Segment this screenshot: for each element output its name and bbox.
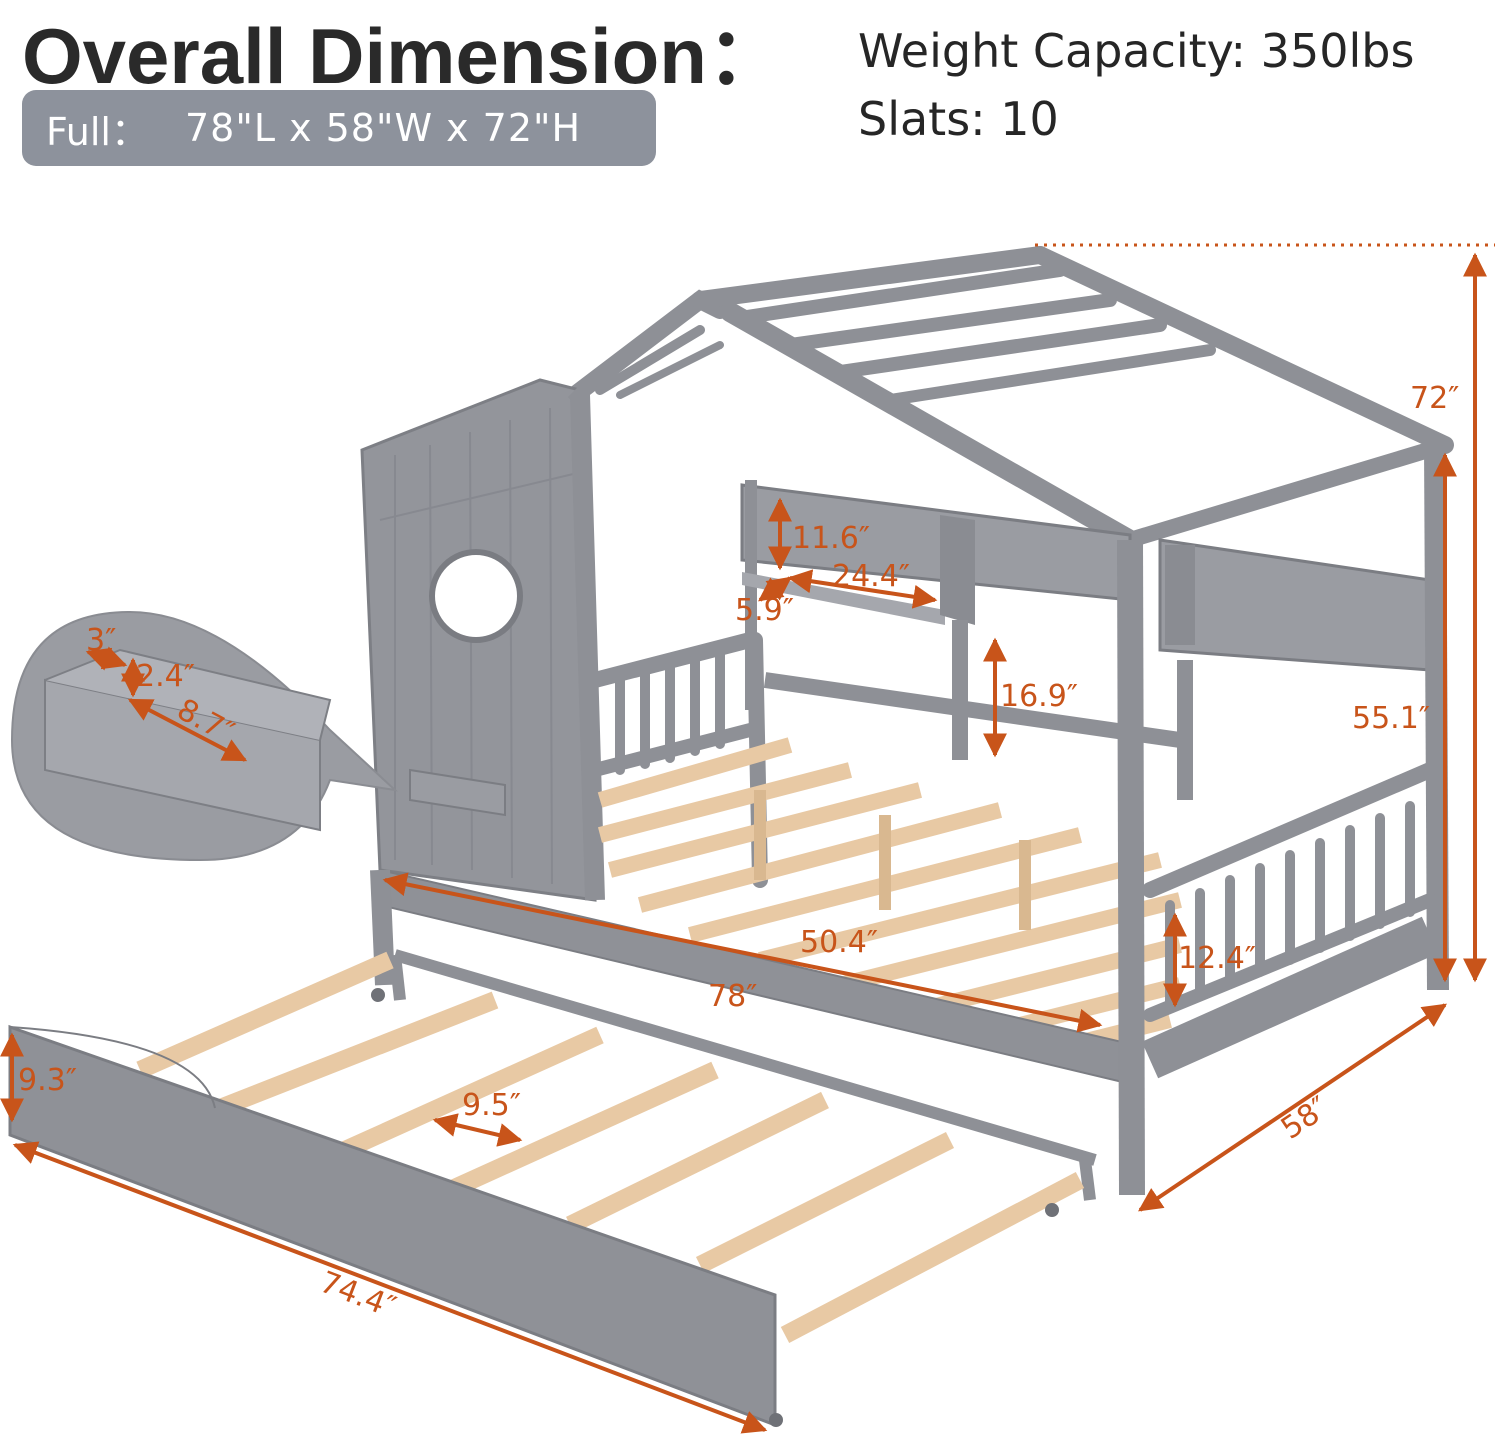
dim-tray-height: 2.4″ bbox=[136, 659, 195, 694]
right-guard-rail bbox=[1141, 762, 1439, 1079]
dim-shelf-depth: 5.9″ bbox=[735, 593, 794, 628]
dimension-lines bbox=[0, 243, 1495, 1434]
dim-slat-gap: 9.5″ bbox=[462, 1088, 521, 1123]
size-label: Full： bbox=[46, 109, 149, 154]
size-value: 78"L x 58"W x 72"H bbox=[184, 106, 582, 150]
roof-frame bbox=[566, 246, 1454, 550]
dim-width: 58″ bbox=[1275, 1090, 1336, 1147]
dim-shelf-width: 24.4″ bbox=[832, 559, 910, 594]
weight-capacity: Weight Capacity: 350lbs bbox=[858, 24, 1415, 78]
dim-shelf-clearance: 16.9″ bbox=[1000, 679, 1078, 714]
dim-shelf-height: 11.6″ bbox=[792, 521, 870, 556]
dim-trundle-height: 9.3″ bbox=[18, 1063, 77, 1098]
dim-height-total: 72″ bbox=[1410, 381, 1459, 416]
page-title: Overall Dimension： bbox=[22, 12, 785, 100]
size-badge: Full： 78"L x 58"W x 72"H bbox=[22, 90, 656, 166]
dim-length: 78″ bbox=[708, 979, 757, 1014]
dim-tray-depth: 3″ bbox=[86, 623, 116, 658]
side-wall-panel bbox=[360, 378, 605, 902]
dim-rail-height: 12.4″ bbox=[1178, 941, 1256, 976]
dim-inner-length: 50.4″ bbox=[800, 925, 878, 960]
dim-headboard-height: 55.1″ bbox=[1352, 701, 1430, 736]
slat-count: Slats: 10 bbox=[858, 92, 1059, 146]
